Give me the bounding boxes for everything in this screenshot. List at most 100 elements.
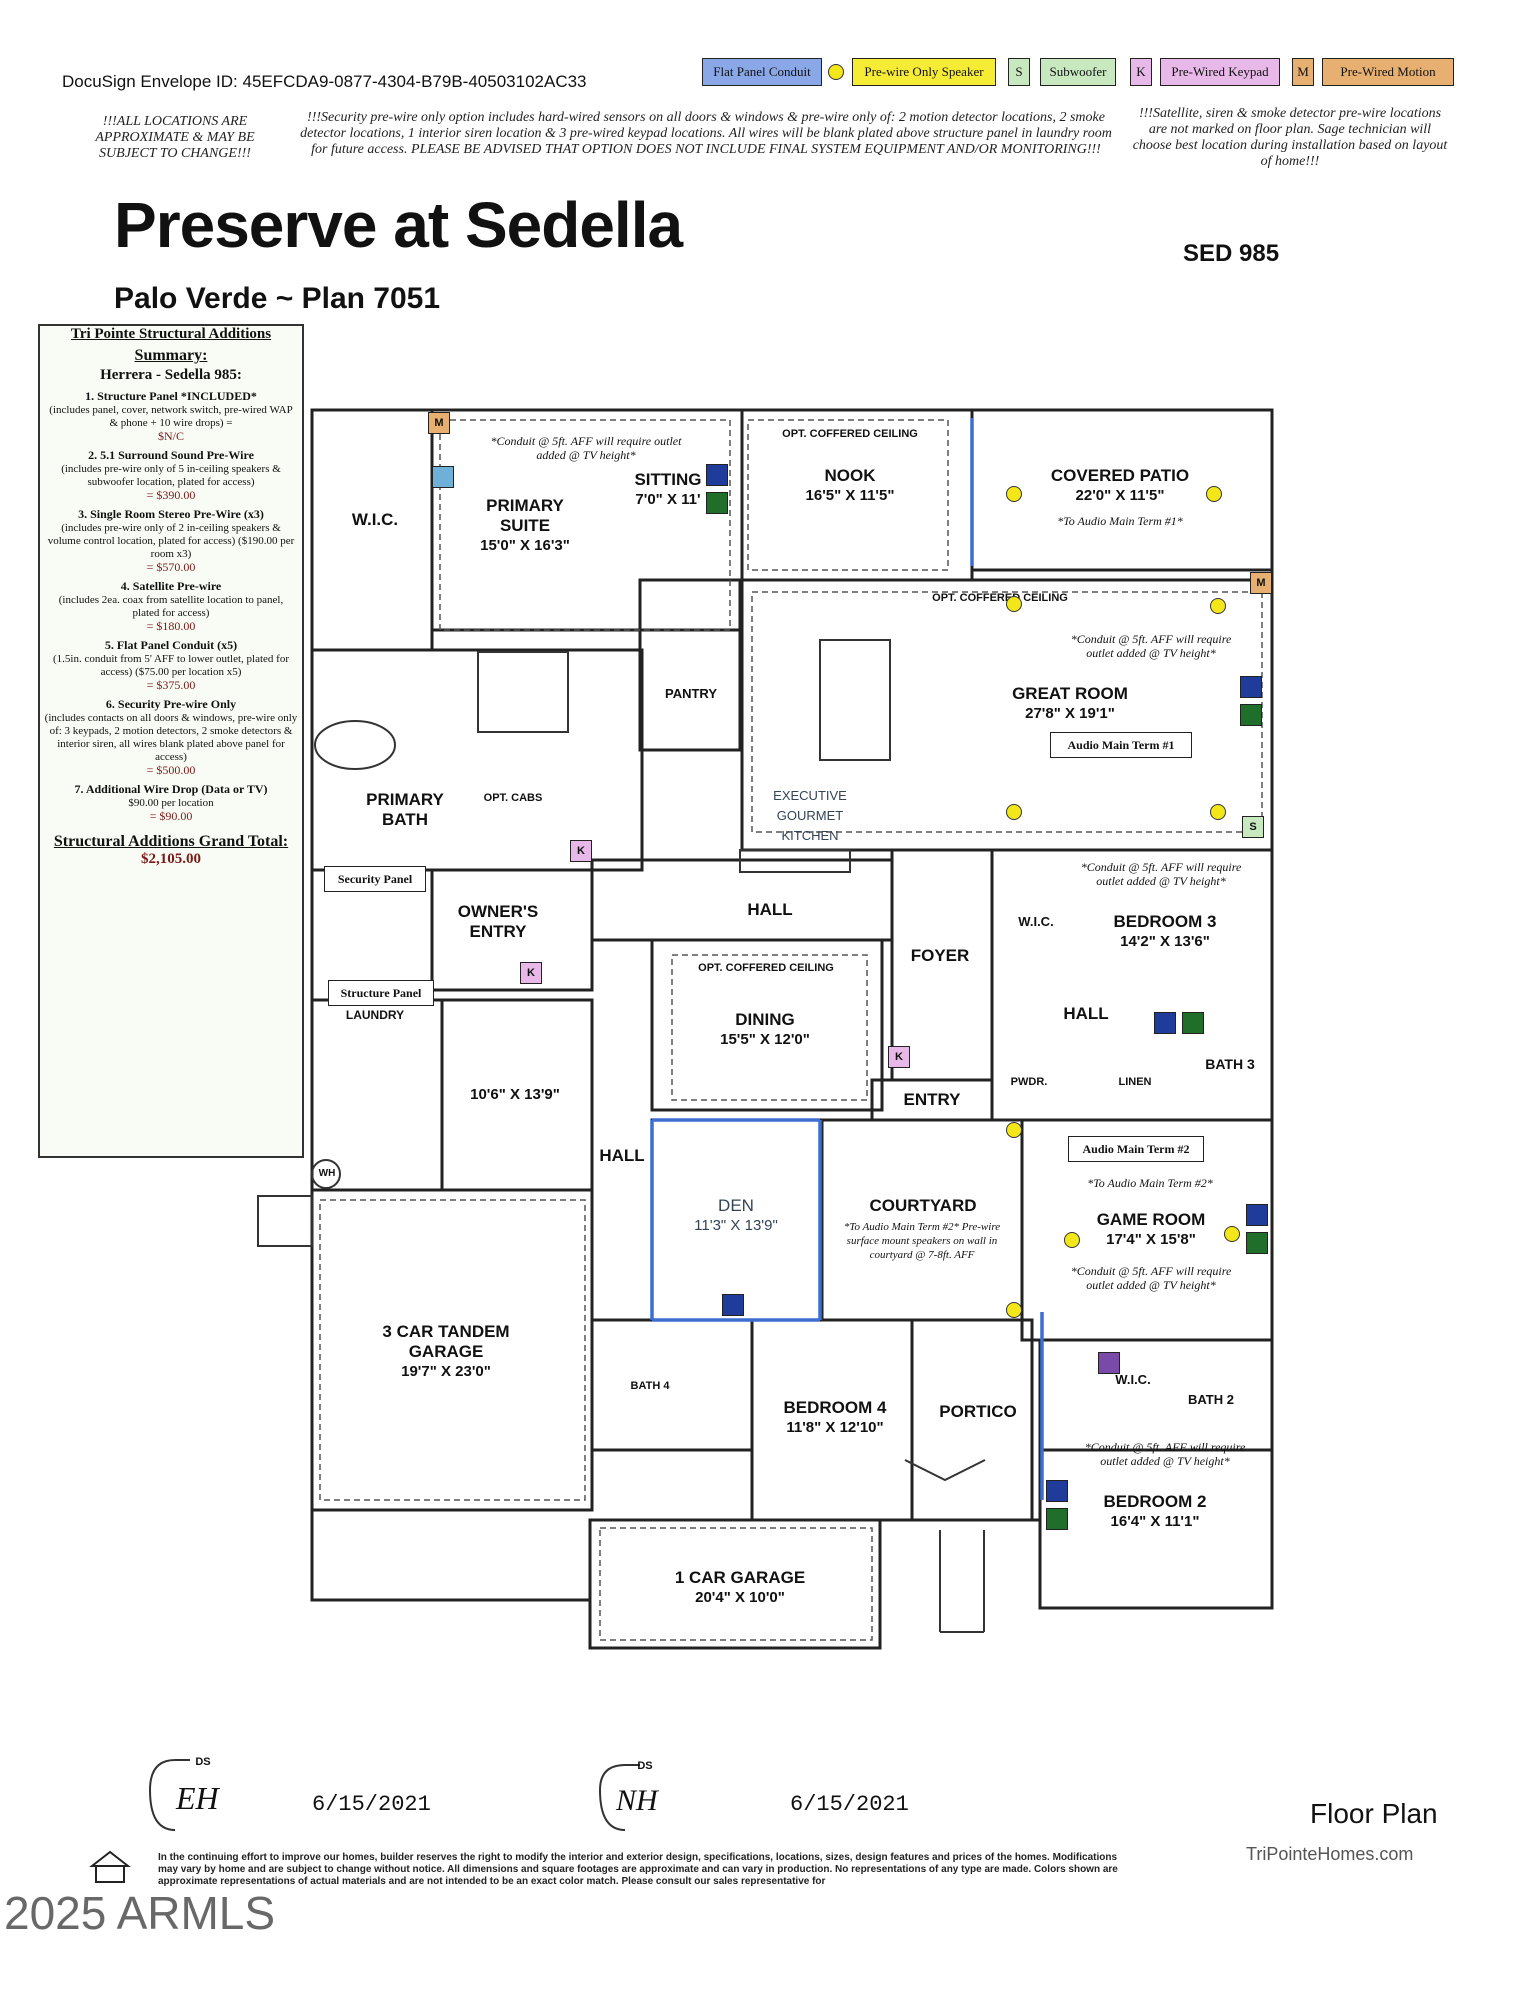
covered-patio-dim: 22'0" X 11'5" — [1075, 487, 1165, 504]
page-title: Preserve at Sedella — [114, 189, 683, 261]
plan-subtitle: Palo Verde ~ Plan 7051 — [114, 282, 441, 315]
game-term-note: *To Audio Main Term #2* — [1087, 1176, 1213, 1190]
summary-item-desc: (includes pre-wire only of 2 in-ceiling … — [47, 522, 295, 560]
room-bedroom-2: BEDROOM 2 16'4" X 11'1" — [1090, 1492, 1220, 1532]
speaker-icon-great-1 — [1006, 596, 1022, 612]
summary-item-price: = $180.00 — [146, 619, 196, 633]
speaker-icon-game-2 — [1224, 1226, 1240, 1242]
game-room-dim: 17'4" X 15'8" — [1106, 1231, 1196, 1248]
summary-item-price: = $570.00 — [146, 560, 196, 574]
wic-primary: W.I.C. — [351, 510, 399, 529]
room-bedroom-4: BEDROOM 4 11'8" X 12'10" — [770, 1398, 900, 1438]
date-1: 6/15/2021 — [312, 1792, 431, 1817]
tandem-garage-dim: 19'7" X 23'0" — [401, 1363, 491, 1380]
room-entry: ENTRY — [903, 1090, 961, 1109]
summary-item-price: = $375.00 — [146, 678, 196, 692]
tv-d-tag-bed2 — [1046, 1480, 1068, 1502]
summary-item-title: 1. Structure Panel *INCLUDED* — [85, 389, 257, 403]
summary-item-price: = $390.00 — [146, 488, 196, 502]
note-locations: !!!ALL LOCATIONS ARE APPROXIMATE & MAY B… — [95, 114, 255, 161]
legend-keypad: Pre-Wired Keypad — [1160, 58, 1280, 86]
ds-label-2: DS — [637, 1760, 653, 1772]
room-nook: NOOK 16'5" X 11'5" — [780, 466, 920, 506]
tv-t-tag-bed2 — [1046, 1508, 1068, 1530]
armls-watermark: 2025 ARMLS — [4, 1887, 276, 1939]
bedroom-2-name: BEDROOM 2 — [1103, 1492, 1207, 1511]
speaker-icon-great-4 — [1210, 804, 1226, 820]
subwoofer-tag: S — [1242, 816, 1264, 838]
nook-dim: 16'5" X 11'5" — [805, 487, 895, 504]
primary-suite-dim: 15'0" X 16'3" — [480, 537, 570, 554]
room-portico: PORTICO — [939, 1402, 1017, 1421]
dining-dim: 15'5" X 12'0" — [720, 1031, 810, 1048]
room-owners-entry: OWNER'S ENTRY — [457, 902, 539, 941]
summary-label: Summary: — [134, 347, 208, 364]
room-tandem-garage: 3 CAR TANDEM GARAGE 19'7" X 23'0" — [366, 1322, 526, 1382]
summary-item-title: 6. Security Pre-wire Only — [105, 697, 237, 711]
tv-t-tag-bed3 — [1182, 1012, 1204, 1034]
disclaimer-text: In the continuing effort to improve our … — [158, 1852, 1118, 1887]
summary-item-desc: (includes pre-wire only of 5 in-ceiling … — [61, 463, 281, 488]
legend-m-code: M — [1292, 58, 1314, 86]
tv-d-tag-den — [722, 1294, 744, 1316]
website-label: TriPointeHomes.com — [1246, 1844, 1414, 1864]
summary-item: 5. Flat Panel Conduit (x5)(1.5in. condui… — [44, 639, 298, 692]
wire-drop-tag-bed2 — [1098, 1352, 1120, 1374]
structural-additions-summary: Tri Pointe Structural Additions Summary:… — [38, 324, 304, 1158]
bed2-conduit-note: *Conduit @ 5ft. AFF will require outlet … — [1084, 1440, 1246, 1468]
room-hall-bed: HALL — [1063, 1004, 1109, 1023]
audio-main-term-2-box: Audio Main Term #2 — [1068, 1136, 1204, 1162]
tv-d-tag-bed3 — [1154, 1012, 1176, 1034]
speaker-icon-great-2 — [1210, 598, 1226, 614]
summary-heading: Tri Pointe Structural Additions — [70, 326, 272, 342]
summary-item-desc: $90.00 per location — [128, 797, 214, 809]
laundry-label: LAUNDRY — [345, 1008, 405, 1022]
great-conduit-note: *Conduit @ 5ft. AFF will require outlet … — [1070, 632, 1232, 660]
room-garage-small: 10'6" X 13'9" — [470, 1086, 560, 1103]
summary-item-desc: (includes panel, cover, network switch, … — [49, 404, 293, 429]
tv-d-tag-great — [1240, 676, 1262, 698]
note-satellite: !!!Satellite, siren & smoke detector pre… — [1132, 106, 1448, 169]
bath2-label: BATH 2 — [1188, 1392, 1234, 1407]
summary-item-price: = $90.00 — [149, 809, 193, 823]
keypad-tag-owners: K — [520, 962, 542, 984]
ds-label-1: DS — [195, 1756, 211, 1768]
room-sitting: SITTING 7'0" X 11' — [618, 470, 718, 510]
floor-plan-label: Floor Plan — [1310, 1798, 1438, 1829]
motion-tag-primary: M — [428, 412, 450, 434]
summary-item-desc: (includes 2ea. coax from satellite locat… — [58, 594, 284, 619]
note-security: !!!Security pre-wire only option include… — [300, 110, 1112, 157]
summary-item-title: 3. Single Room Stereo Pre-Wire (x3) — [78, 507, 264, 521]
summary-item: 7. Additional Wire Drop (Data or TV)$90.… — [44, 783, 298, 823]
room-primary-bath: PRIMARY BATH — [366, 790, 444, 829]
great-room-dim: 27'8" X 19'1" — [1025, 705, 1115, 722]
room-courtyard: COURTYARD — [869, 1196, 977, 1215]
motion-tag-patio: M — [1250, 572, 1272, 594]
room-kitchen: EXECUTIVE GOURMET KITCHEN — [773, 788, 847, 843]
legend-speaker-icon — [828, 64, 844, 80]
date-2: 6/15/2021 — [790, 1792, 909, 1817]
summary-item: 6. Security Pre-wire Only(includes conta… — [44, 698, 298, 777]
tv-t-tag-game — [1246, 1232, 1268, 1254]
summary-item: 4. Satellite Pre-wire(includes 2ea. coax… — [44, 580, 298, 633]
room-hall-den: HALL — [599, 1146, 645, 1165]
wic-bed2: W.I.C. — [1115, 1372, 1151, 1387]
nook-coffered-label: OPT. COFFERED CEILING — [782, 428, 918, 440]
bedroom-3-name: BEDROOM 3 — [1113, 912, 1217, 931]
tv-t-tag-great — [1240, 704, 1262, 726]
linen-label: LINEN — [1118, 1076, 1152, 1088]
legend-s-code: S — [1008, 58, 1030, 86]
dining-name: DINING — [735, 1010, 795, 1029]
keypad-tag-foyer: K — [888, 1046, 910, 1068]
bedroom-2-dim: 16'4" X 11'1" — [1110, 1513, 1200, 1530]
audio-main-term-1-box: Audio Main Term #1 — [1050, 732, 1192, 758]
room-primary-suite: PRIMARY SUITE 15'0" X 16'3" — [460, 496, 590, 556]
initials-2: NH — [616, 1784, 658, 1817]
bath3-label: BATH 3 — [1205, 1056, 1255, 1072]
summary-item-price: $N/C — [157, 429, 184, 443]
summary-item-desc: (1.5in. conduit from 5' AFF to lower out… — [52, 653, 289, 678]
primary-conduit-note: *Conduit @ 5ft. AFF will require outlet … — [490, 434, 682, 462]
summary-item-price: = $500.00 — [146, 763, 196, 777]
summary-item-title: 7. Additional Wire Drop (Data or TV) — [74, 782, 268, 796]
summary-item: 2. 5.1 Surround Sound Pre-Wire(includes … — [44, 449, 298, 502]
